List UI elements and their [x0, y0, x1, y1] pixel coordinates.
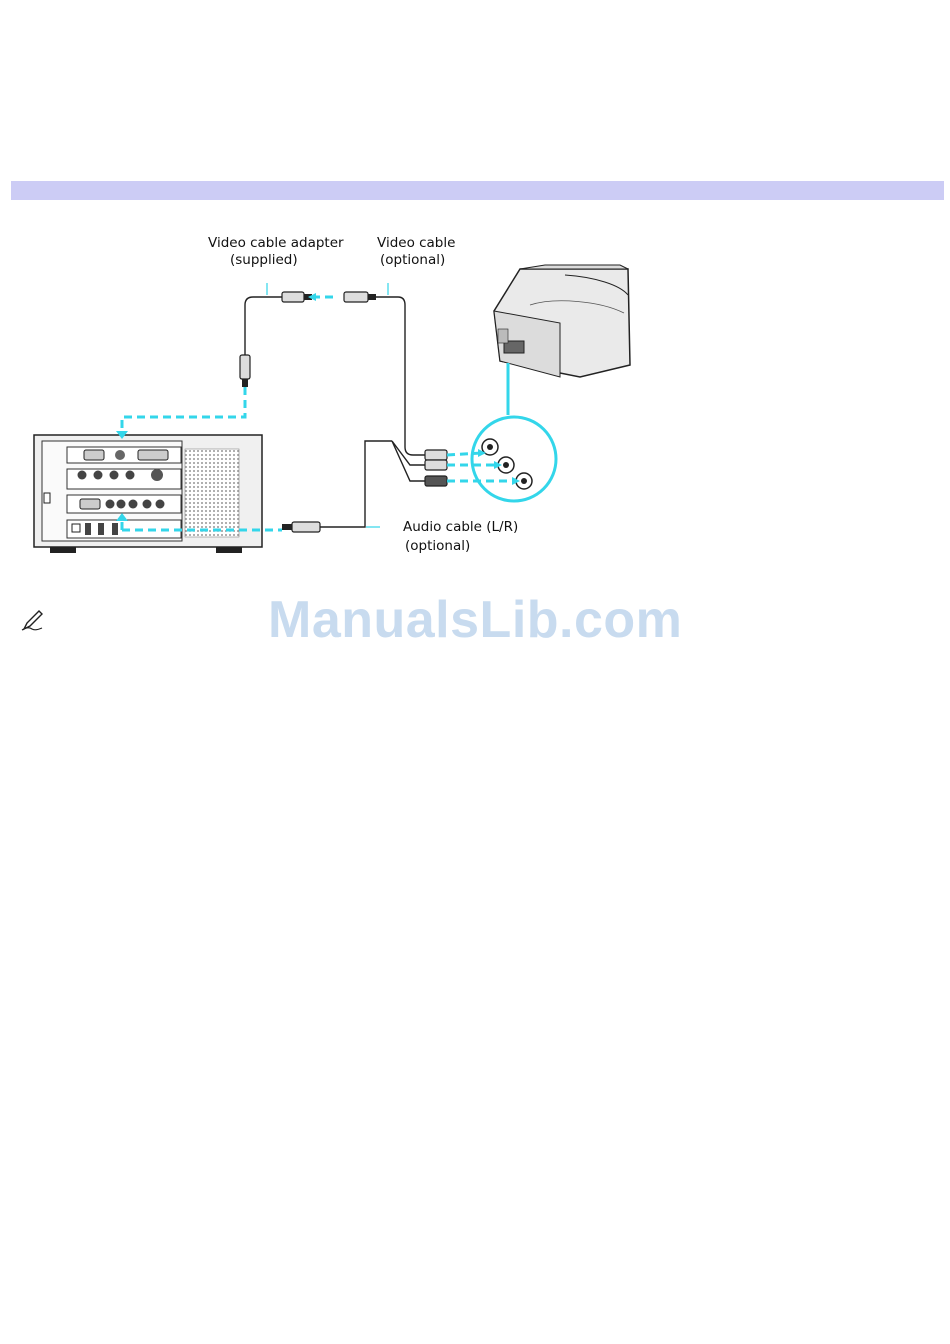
manualslib-watermark: ManualsLib.com [268, 590, 682, 650]
connection-diagram: Video cable adapter (supplied) Video cab… [20, 225, 680, 570]
section-header-band [11, 181, 944, 200]
pencil-note-icon [20, 610, 46, 632]
video-cable-adapter-label: Video cable adapter [208, 235, 344, 252]
connector-zoom-circle [472, 417, 556, 501]
tv-monitor [494, 265, 630, 377]
connection-diagram-graphic [20, 225, 680, 570]
audio-cable-sublabel: (optional) [405, 538, 470, 555]
video-cable-label: Video cable [377, 235, 455, 252]
computer-back-panel [34, 435, 262, 553]
video-cable-sublabel: (optional) [380, 252, 445, 269]
video-cable-adapter-sublabel: (supplied) [230, 252, 298, 269]
cable-lines [245, 297, 425, 527]
adapter-plug [240, 355, 250, 379]
audio-cable-label: Audio cable (L/R) [403, 519, 518, 536]
